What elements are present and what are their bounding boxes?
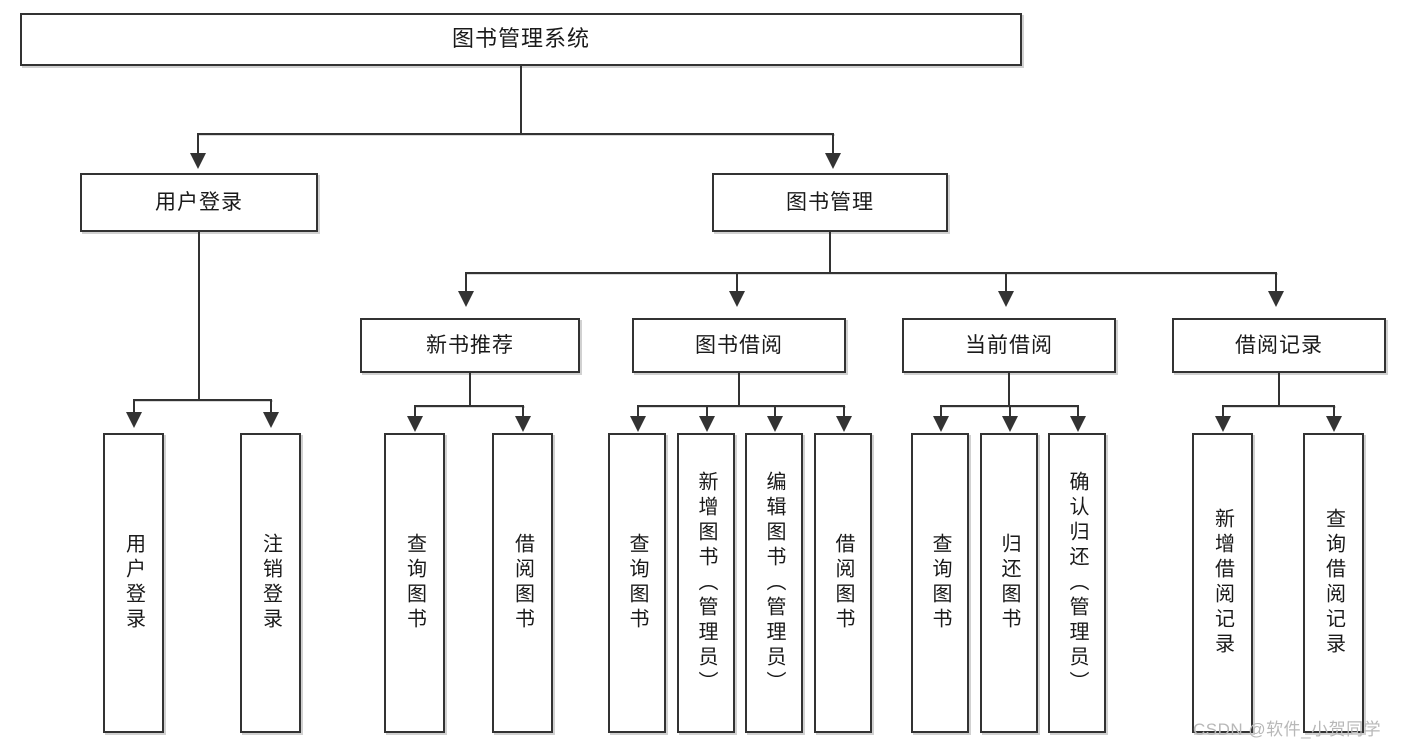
connector-to-book-borrow [736,272,738,294]
arrow-to-book-manage [825,153,841,169]
connector-new-book-child-1 [522,405,524,419]
leaf-label: 用户登录 [122,533,145,633]
leaf-label: 查询图书 [403,533,426,633]
connector-borrow-record-child-1 [1333,405,1335,419]
connector-to-borrow-record [1275,272,1277,294]
connector-book-borrow-bus [637,405,845,407]
leaf-label: 借阅图书 [511,533,534,633]
connector-to-book-manage [832,133,834,156]
leaf-current-borrow-confirm[interactable]: 确认归还（管理员） [1048,433,1106,733]
leaf-book-borrow-add[interactable]: 新增图书（管理员） [677,433,735,733]
leaf-label: 编辑图书（管理员） [763,470,785,696]
leaf-user-login-login[interactable]: 用户登录 [103,433,164,733]
arrow-book-borrow-child-2 [767,416,783,432]
arrow-current-borrow-child-1 [1002,416,1018,432]
arrow-new-book-child-0 [407,416,423,432]
leaf-new-book-query[interactable]: 查询图书 [384,433,445,733]
arrow-user-login-child-0 [126,412,142,428]
connector-borrow-record-stem [1278,373,1280,406]
connector-root-stem [520,66,522,134]
connector-new-book-bus [414,405,524,407]
connector-current-borrow-child-1 [1009,405,1011,419]
connector-current-borrow-child-0 [940,405,942,419]
connector-current-borrow-child-2 [1077,405,1079,419]
connector-user-login-stem [198,232,200,400]
arrow-user-login-child-1 [263,412,279,428]
connector-new-book-child-0 [414,405,416,419]
arrow-to-current-borrow [998,291,1014,307]
leaf-label: 查询借阅记录 [1322,508,1345,658]
csdn-watermark: CSDN @软件_小贺同学 [1193,720,1382,739]
leaf-label: 查询图书 [929,533,951,633]
leaf-label: 确认归还（管理员） [1066,470,1088,696]
leaf-label: 注销登录 [259,533,282,633]
connector-user-login-child-1 [270,399,272,415]
connector-book-borrow-child-2 [774,405,776,419]
leaf-current-borrow-query[interactable]: 查询图书 [911,433,969,733]
leaf-book-borrow-query[interactable]: 查询图书 [608,433,666,733]
leaf-book-borrow-borrow[interactable]: 借阅图书 [814,433,872,733]
connector-user-login-child-0 [133,399,135,415]
connector-book-borrow-child-1 [706,405,708,419]
leaf-label: 借阅图书 [832,533,854,633]
node-current-borrow[interactable]: 当前借阅 [902,318,1116,373]
connector-new-book-stem [469,373,471,406]
connector-user-login-bus [133,399,272,401]
leaf-label: 新增图书（管理员） [695,470,717,696]
leaf-borrow-record-query[interactable]: 查询借阅记录 [1303,433,1364,733]
arrow-book-borrow-child-3 [836,416,852,432]
connector-book-borrow-stem [738,373,740,406]
arrow-to-user-login [190,153,206,169]
connector-level2-bus [465,272,1277,274]
connector-book-borrow-child-0 [637,405,639,419]
leaf-label: 新增借阅记录 [1211,508,1234,658]
arrow-borrow-record-child-1 [1326,416,1342,432]
arrow-current-borrow-child-2 [1070,416,1086,432]
node-book-manage[interactable]: 图书管理 [712,173,948,232]
connector-current-borrow-stem [1008,373,1010,406]
connector-to-user-login [197,133,199,156]
connector-borrow-record-bus [1222,405,1335,407]
connector-level1-bus [197,133,834,135]
leaf-book-borrow-edit[interactable]: 编辑图书（管理员） [745,433,803,733]
leaf-user-login-logout[interactable]: 注销登录 [240,433,301,733]
node-book-borrow[interactable]: 图书借阅 [632,318,846,373]
leaf-new-book-borrow[interactable]: 借阅图书 [492,433,553,733]
arrow-borrow-record-child-0 [1215,416,1231,432]
node-new-book-recommend[interactable]: 新书推荐 [360,318,580,373]
node-borrow-record[interactable]: 借阅记录 [1172,318,1386,373]
connector-book-manage-stem [829,232,831,274]
arrow-book-borrow-child-1 [699,416,715,432]
connector-book-borrow-child-3 [843,405,845,419]
arrow-to-new-book [458,291,474,307]
leaf-borrow-record-add[interactable]: 新增借阅记录 [1192,433,1253,733]
connector-to-new-book [465,272,467,294]
arrow-current-borrow-child-0 [933,416,949,432]
node-root-system[interactable]: 图书管理系统 [20,13,1022,66]
arrow-new-book-child-1 [515,416,531,432]
arrow-book-borrow-child-0 [630,416,646,432]
connector-borrow-record-child-0 [1222,405,1224,419]
connector-to-current-borrow [1005,272,1007,294]
leaf-label: 查询图书 [626,533,648,633]
leaf-current-borrow-return[interactable]: 归还图书 [980,433,1038,733]
leaf-label: 归还图书 [998,533,1020,633]
arrow-to-borrow-record [1268,291,1284,307]
node-user-login[interactable]: 用户登录 [80,173,318,232]
arrow-to-book-borrow [729,291,745,307]
